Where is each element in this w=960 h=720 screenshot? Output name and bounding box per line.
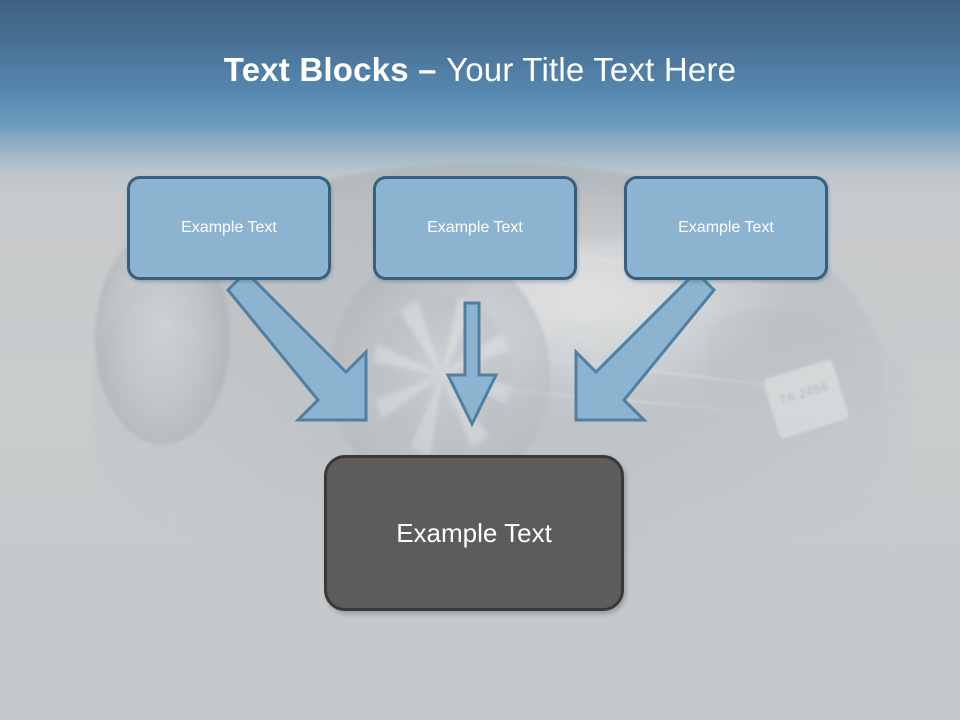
text-block-result[interactable]: Example Text — [324, 455, 624, 611]
page-title-light: Your Title Text Here — [446, 51, 737, 88]
text-block-3-label: Example Text — [678, 219, 774, 236]
page-title-strong: Text Blocks — [223, 51, 419, 88]
page-title-separator: – — [418, 51, 447, 88]
page-title: Text Blocks – Your Title Text Here — [0, 50, 960, 90]
text-block-1[interactable]: Example Text — [127, 176, 331, 280]
text-block-result-label: Example Text — [396, 517, 552, 548]
text-block-1-label: Example Text — [181, 219, 277, 236]
text-block-3[interactable]: Example Text — [624, 176, 828, 280]
car-wheel-spokes — [372, 295, 512, 455]
text-block-2-label: Example Text — [427, 219, 523, 236]
car-license-plate-text: TA 2456 — [777, 379, 831, 408]
text-block-2[interactable]: Example Text — [373, 176, 577, 280]
